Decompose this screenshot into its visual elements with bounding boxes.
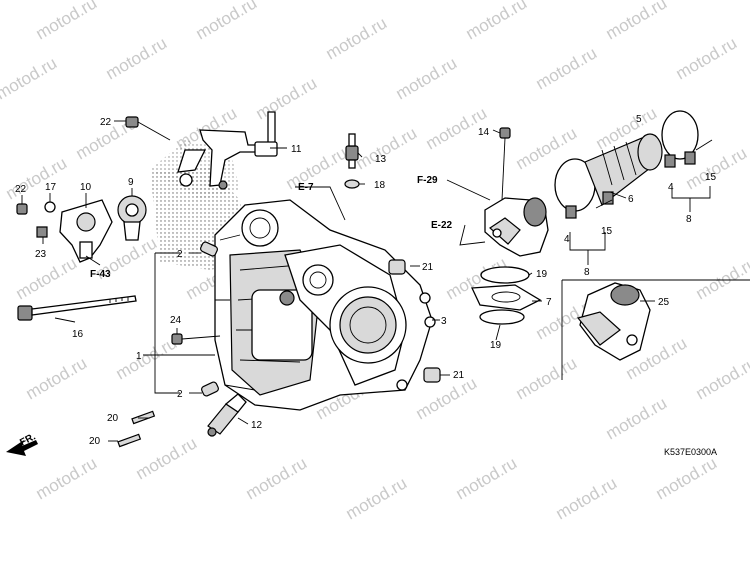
watermark-text: motod.ru (603, 393, 671, 443)
callout-labels: 22 11 9 10 17 22 23 F-43 16 13 18 E-7 2 … (15, 114, 717, 457)
callout-16: 16 (72, 329, 84, 340)
sleeve-21-lower (423, 367, 441, 383)
watermark-text: motod.ru (533, 43, 601, 93)
callout-14: 14 (478, 127, 490, 138)
sleeve-21-upper (388, 259, 406, 275)
watermark-text: motod.ru (0, 53, 60, 103)
watermark-text: motod.ru (13, 253, 81, 303)
callout-5: 5 (636, 114, 642, 125)
watermark-text: motod.ru (513, 353, 581, 403)
callout-4-right: 4 (668, 182, 674, 193)
callout-22-left: 22 (15, 184, 27, 195)
watermark-text: motod.ru (413, 373, 481, 423)
o-ring-19-upper (480, 266, 530, 284)
callout-4-left: 4 (564, 234, 570, 245)
callout-25: 25 (658, 297, 670, 308)
stud-20-upper (131, 410, 156, 425)
ref-e22: E-22 (431, 220, 453, 231)
coolant-pipe (177, 111, 278, 190)
dowel-pin-2-top (200, 241, 218, 257)
cylinder-head (214, 199, 436, 411)
watermark-text: motod.ru (653, 453, 721, 503)
callout-7: 7 (546, 297, 552, 308)
callout-19-upper: 19 (536, 269, 548, 280)
callout-9: 9 (128, 177, 134, 188)
callout-19-lower: 19 (490, 340, 502, 351)
stud-20-lower (117, 433, 142, 448)
watermark-text: motod.ru (553, 473, 621, 523)
callout-15-left: 15 (601, 226, 613, 237)
watermark-text: motod.ru (693, 253, 750, 303)
ref-e7: E-7 (298, 182, 314, 193)
callout-2-top: 2 (177, 249, 183, 260)
watermark-text: motod.ru (133, 433, 201, 483)
o-ring-19-lower (479, 309, 525, 325)
callout-13: 13 (375, 154, 387, 165)
watermark-text: motod.ru (673, 33, 741, 83)
callout-1: 1 (136, 351, 142, 362)
watermark-text: motod.ru (113, 333, 181, 383)
callout-21-upper: 21 (422, 262, 434, 273)
callout-20-upper: 20 (107, 413, 119, 424)
callout-10: 10 (80, 182, 92, 193)
diagram-code: K537E0300A (664, 447, 717, 457)
gasket-7 (471, 284, 542, 311)
front-label: FR. (18, 431, 38, 448)
callout-21-lower: 21 (453, 370, 465, 381)
intake-insulator (484, 127, 549, 257)
stud-bolt-16 (17, 295, 137, 321)
callout-6: 6 (628, 194, 634, 205)
callout-20-lower: 20 (89, 436, 101, 447)
washer-18 (344, 179, 360, 189)
front-arrow (6, 440, 38, 456)
ref-f43: F-43 (90, 269, 111, 280)
watermark-text: motod.ru (253, 73, 321, 123)
callout-8-left: 8 (584, 267, 590, 278)
watermark-text: motod.ru (453, 453, 521, 503)
bolt-24 (171, 333, 221, 345)
callout-3: 3 (441, 316, 447, 327)
callout-15-right: 15 (705, 172, 717, 183)
watermark-text: motod.ru (603, 0, 671, 43)
callout-22-top: 22 (100, 117, 112, 128)
washer-17 (44, 201, 56, 213)
callout-23: 23 (35, 249, 47, 260)
thermostat (117, 195, 147, 241)
watermark-text: motod.ru (193, 0, 261, 43)
callout-18: 18 (374, 180, 386, 191)
watermark-text: motod.ru (353, 123, 421, 173)
part-25-inset (561, 279, 750, 380)
bolt-23 (36, 226, 48, 238)
callout-2-bottom: 2 (177, 389, 183, 400)
watermark-text: motod.ru (33, 0, 101, 43)
watermark-text: motod.ru (323, 13, 391, 63)
watermark-text: motod.ru (23, 353, 91, 403)
watermark-text: motod.ru (243, 453, 311, 503)
callout-24: 24 (170, 315, 182, 326)
bolt-22-top (125, 116, 171, 141)
callout-11: 11 (291, 144, 302, 155)
watermark-text: motod.ru (693, 353, 750, 403)
watermark-text: motod.ru (463, 0, 531, 43)
ref-f29: F-29 (417, 175, 438, 186)
bolt-22-left (16, 203, 28, 215)
spark-plug-12 (207, 393, 247, 437)
watermark-text: motod.ru (343, 473, 411, 523)
dowel-pin-2-bottom (201, 381, 219, 397)
callout-12: 12 (251, 420, 263, 431)
connecting-tube (554, 110, 713, 219)
thermostat-housing (59, 199, 113, 263)
watermark-text: motod.ru (3, 153, 71, 203)
callout-8-right: 8 (686, 214, 692, 225)
watermark-text: motod.ru (103, 33, 171, 83)
leader-lines (21, 120, 711, 442)
callout-17: 17 (45, 182, 57, 193)
watermark-text: motod.ru (33, 453, 101, 503)
watermark-text: motod.ru (393, 53, 461, 103)
